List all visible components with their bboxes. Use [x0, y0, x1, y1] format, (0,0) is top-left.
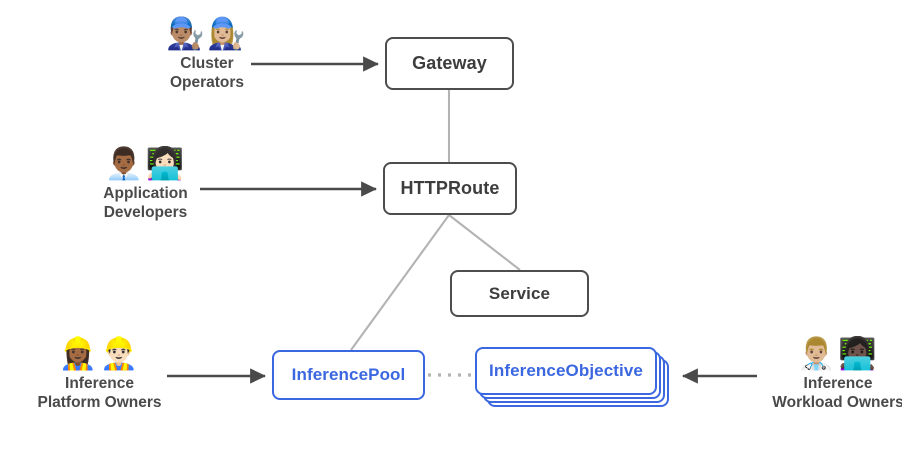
actor-cluster-operators: 👨🏽‍🔧👩🏼‍🔧 Cluster Operators	[147, 16, 267, 92]
actor-inference-workload-owners-label: Inference Workload Owners	[772, 375, 902, 411]
node-inferenceobjective-stack[interactable]: InferenceObjective	[475, 347, 671, 407]
health-worker-technologist-pair-icon: 👨🏼‍⚕️👩🏿‍💻	[797, 336, 879, 371]
actor-inference-platform-owners: 👷🏾‍♀️👷🏻‍♂️ Inference Platform Owners	[22, 336, 177, 412]
actor-application-developers-label: Application Developers	[103, 185, 188, 221]
office-worker-technologist-pair-icon: 👨🏾‍💼👩🏻‍💻	[104, 146, 187, 181]
edge-httproute-to-inferencepool	[350, 214, 450, 351]
node-httproute[interactable]: HTTPRoute	[383, 162, 517, 215]
actor-application-developers: 👨🏾‍💼👩🏻‍💻 Application Developers	[83, 146, 208, 222]
actor-inference-platform-owners-label: Inference Platform Owners	[37, 375, 162, 411]
node-inferenceobjective[interactable]: InferenceObjective	[475, 347, 657, 395]
actor-inference-workload-owners: 👨🏼‍⚕️👩🏿‍💻 Inference Workload Owners	[762, 336, 902, 412]
node-inferencepool[interactable]: InferencePool	[272, 350, 425, 400]
actor-cluster-operators-label: Cluster Operators	[169, 55, 245, 91]
node-gateway[interactable]: Gateway	[385, 37, 514, 90]
mechanic-pair-icon: 👨🏽‍🔧👩🏼‍🔧	[166, 16, 248, 51]
edge-httproute-to-service	[448, 214, 521, 271]
node-service[interactable]: Service	[450, 270, 589, 317]
construction-worker-pair-icon: 👷🏾‍♀️👷🏻‍♂️	[58, 336, 141, 371]
